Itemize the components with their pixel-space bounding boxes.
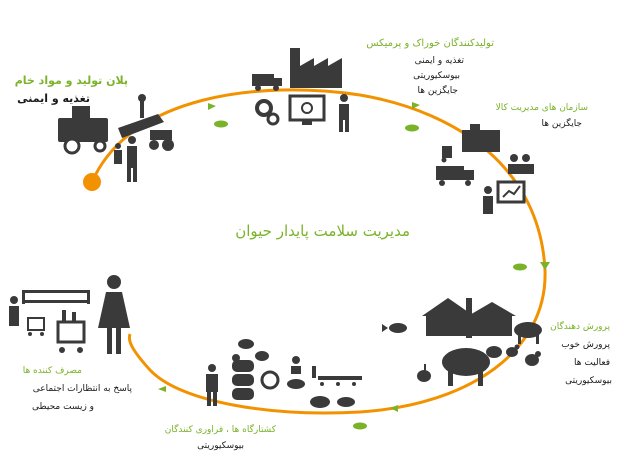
feed-producers-title: تولیدکنندگان خوراک و پرمیکس: [366, 38, 494, 49]
woman-icon: [98, 275, 130, 354]
cart-icon: [56, 310, 86, 353]
rabbit-icon: [417, 364, 431, 382]
person-icon: [291, 356, 301, 374]
commodity-icons: [436, 124, 534, 214]
feed-producers-item: بیوسکیوریتی: [413, 71, 460, 81]
conveyor-icon: [312, 366, 362, 386]
farmer-icon: [127, 136, 137, 182]
shopper-icon: [9, 296, 19, 326]
chicken-leg-icon: [337, 397, 355, 407]
livestock-icons: [382, 298, 542, 386]
truck-icon: [252, 74, 282, 91]
presenter-icon: [483, 180, 526, 214]
fish-icon: [382, 323, 407, 333]
arrow-left-icon: [390, 405, 398, 412]
cow-icon: [514, 322, 542, 344]
pig-icon: [255, 351, 269, 361]
chicken-icon: [506, 344, 520, 357]
meat-icon: [287, 379, 305, 389]
handshake-icon: [353, 422, 367, 430]
center-title: مدیریت سلامت پایدار حیوان: [235, 222, 410, 240]
consumer-item: و زیست محیطی: [31, 402, 94, 412]
field-icon: [118, 94, 164, 138]
livestock-item: بیوسکیوریتی: [565, 376, 612, 386]
chicken-icon: [525, 351, 541, 366]
livestock-title: پرورش دهندگان: [550, 322, 610, 332]
farmer-icon: [114, 143, 122, 164]
worker-icon: [206, 364, 218, 406]
handshake-icon: [405, 124, 419, 132]
factory-icon: [290, 48, 342, 88]
feed-producers-item: تغذیه و ایمنی: [414, 56, 464, 66]
plate-icon: [260, 370, 280, 390]
slaughter-icons: [206, 339, 362, 408]
livestock-item: فعالیت ها: [573, 358, 610, 368]
slaughter-item: بیوسکیوریتی: [197, 441, 244, 451]
harvester-icon: [58, 106, 108, 155]
arrow-right-icon: [208, 103, 216, 110]
tractor-icon: [149, 130, 174, 151]
handshake-icons: [214, 120, 527, 430]
gear-icon: [255, 99, 280, 126]
arrow-left-icon: [158, 386, 166, 392]
cycle-start-dot: [83, 173, 101, 191]
monitor-icon: [288, 94, 326, 125]
forklift-icon: [441, 146, 452, 163]
warehouse-icon: [462, 124, 500, 152]
cow-icon: [442, 346, 502, 386]
handshake-icon: [513, 263, 527, 271]
commodity-orgs-item: جایگزین ها: [541, 119, 582, 129]
feed-producer-icons: [252, 48, 349, 132]
cycle-arrows: [158, 102, 550, 412]
production-item: تغذیه و ایمنی: [17, 92, 90, 105]
barrels-icon: [232, 360, 254, 400]
consumer-icons: [9, 275, 130, 354]
production-icons: [58, 94, 174, 182]
arrow-down-icon: [540, 262, 550, 270]
commodity-orgs-title: سازمان های مدیریت کالا: [495, 103, 588, 113]
barn-icon: [422, 298, 516, 338]
feed-producers-item: جایگزین ها: [417, 86, 458, 96]
worker-icon: [339, 94, 349, 132]
truck-icon: [436, 166, 474, 186]
livestock-item: پرورش خوب: [561, 340, 610, 350]
people-icon: [508, 154, 534, 174]
ham-icon: [310, 396, 330, 408]
arrow-right-icon: [412, 102, 420, 109]
chicken-icon: [232, 354, 240, 362]
production-title: پلان تولید و مواد خام: [14, 74, 128, 87]
slaughter-title: کشتارگاه ها ، فراوری کنندگان: [164, 425, 276, 435]
cycle-loop: [90, 88, 547, 415]
cow-icon: [238, 339, 254, 349]
handshake-icon: [214, 120, 228, 128]
cart-icon: [27, 317, 45, 336]
consumer-item: پاسخ به انتظارات اجتماعی: [32, 384, 132, 394]
consumer-title: مصرف کننده ها: [22, 366, 82, 376]
shelf-icon: [22, 290, 90, 304]
